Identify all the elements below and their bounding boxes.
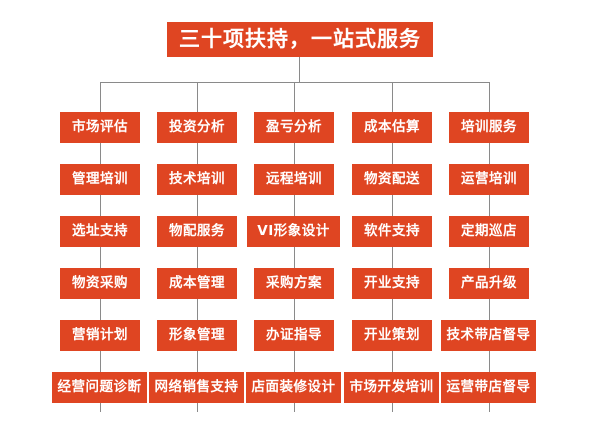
node-r1-c0[interactable]: 管理培训 xyxy=(60,164,140,195)
connector-rail-column-5 xyxy=(489,82,490,412)
node-r5-c1[interactable]: 网络销售支持 xyxy=(149,372,244,403)
node-r2-c4[interactable]: 定期巡店 xyxy=(449,216,529,247)
node-r3-c1[interactable]: 成本管理 xyxy=(157,268,237,299)
node-r5-c4[interactable]: 运营带店督导 xyxy=(441,372,536,403)
connector-rail-column-1 xyxy=(100,82,101,412)
node-r5-c0[interactable]: 经营问题诊断 xyxy=(52,372,147,403)
node-r2-c0[interactable]: 选址支持 xyxy=(60,216,140,247)
connector-stem-root xyxy=(299,57,300,83)
chart-title-node[interactable]: 三十项扶持，一站式服务 xyxy=(167,22,433,57)
node-r0-c2[interactable]: 盈亏分析 xyxy=(254,112,334,143)
node-r4-c1[interactable]: 形象管理 xyxy=(157,320,237,351)
chart-row-3: 物资采购 成本管理 采购方案 开业支持 产品升级 xyxy=(0,268,600,320)
node-r2-c2[interactable]: VI形象设计 xyxy=(247,216,340,247)
node-r4-c0[interactable]: 营销计划 xyxy=(60,320,140,351)
node-r2-c1[interactable]: 物配服务 xyxy=(157,216,237,247)
chart-row-1: 管理培训 技术培训 远程培训 物资配送 运营培训 xyxy=(0,164,600,216)
chart-row-5: 经营问题诊断 网络销售支持 店面装修设计 市场开发培训 运营带店督导 xyxy=(0,372,600,424)
node-r4-c2[interactable]: 办证指导 xyxy=(254,320,334,351)
chart-row-2: 选址支持 物配服务 VI形象设计 软件支持 定期巡店 xyxy=(0,216,600,268)
node-r5-c2[interactable]: 店面装修设计 xyxy=(246,372,341,403)
chart-row-0: 市场评估 投资分析 盈亏分析 成本估算 培训服务 xyxy=(0,112,600,164)
node-r1-c2[interactable]: 远程培训 xyxy=(254,164,334,195)
node-r4-c4[interactable]: 技术带店督导 xyxy=(441,320,536,351)
node-r3-c4[interactable]: 产品升级 xyxy=(449,268,529,299)
node-r3-c2[interactable]: 采购方案 xyxy=(254,268,334,299)
node-r1-c3[interactable]: 物资配送 xyxy=(352,164,432,195)
node-r0-c4[interactable]: 培训服务 xyxy=(449,112,529,143)
node-r4-c3[interactable]: 开业策划 xyxy=(352,320,432,351)
node-r5-c3[interactable]: 市场开发培训 xyxy=(344,372,439,403)
connector-rail-column-2 xyxy=(197,82,198,412)
connector-rail-column-3 xyxy=(294,82,295,412)
node-grid: 市场评估 投资分析 盈亏分析 成本估算 培训服务 管理培训 技术培训 远程培训 … xyxy=(0,112,600,424)
chart-row-4: 营销计划 形象管理 办证指导 开业策划 技术带店督导 xyxy=(0,320,600,372)
node-r3-c3[interactable]: 开业支持 xyxy=(352,268,432,299)
node-r3-c0[interactable]: 物资采购 xyxy=(60,268,140,299)
connector-rail-column-4 xyxy=(392,82,393,412)
node-r2-c3[interactable]: 软件支持 xyxy=(352,216,432,247)
node-r0-c3[interactable]: 成本估算 xyxy=(352,112,432,143)
node-r1-c1[interactable]: 技术培训 xyxy=(157,164,237,195)
connector-bus-horizontal xyxy=(100,82,490,83)
node-r0-c1[interactable]: 投资分析 xyxy=(157,112,237,143)
node-r0-c0[interactable]: 市场评估 xyxy=(60,112,140,143)
node-r1-c4[interactable]: 运营培训 xyxy=(449,164,529,195)
